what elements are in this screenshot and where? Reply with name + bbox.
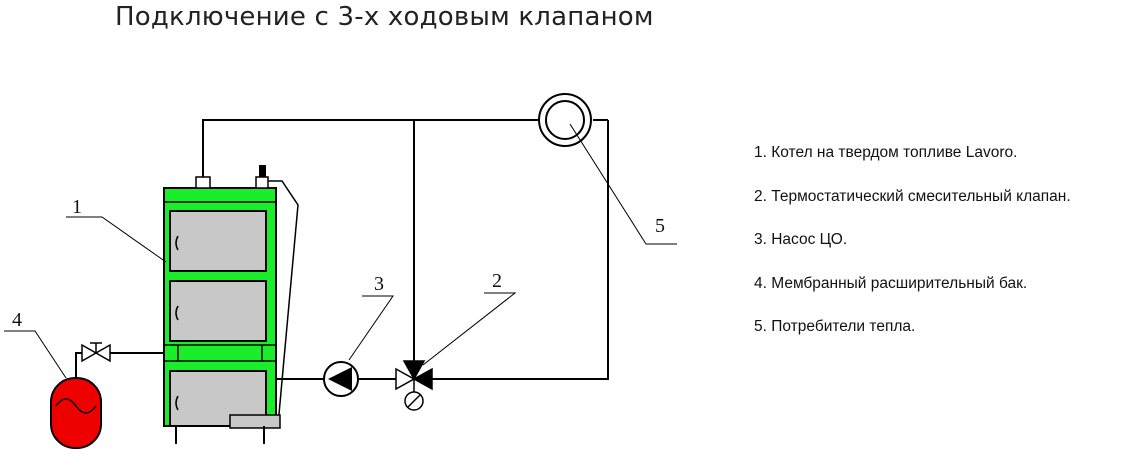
pipe-network xyxy=(75,119,609,426)
supply-nozzle xyxy=(195,176,211,189)
return-pipe-right xyxy=(432,120,609,380)
callout-1: 1 xyxy=(72,196,82,218)
legend-item-boiler: 1. Котел на твердом топливе Lavoro. xyxy=(754,144,1018,161)
capillary-line xyxy=(266,180,299,426)
legend-item-heat-consumers: 5. Потребители тепла. xyxy=(754,318,916,335)
supply-pipe xyxy=(202,119,538,178)
legend-item-pump: 3. Насос ЦО. xyxy=(754,231,848,248)
legend-item-expansion-tank: 4. Мембранный расширительный бак. xyxy=(754,274,1028,292)
legend: 1. Котел на твердом топливе Lavoro. 2. Т… xyxy=(754,144,1144,362)
callout-2: 2 xyxy=(492,270,502,292)
expansion-tank xyxy=(50,342,111,449)
thermostat-sensor xyxy=(259,165,266,177)
legend-item-mixing-valve: 2. Термостатический смесительный клапан. xyxy=(754,187,1071,205)
diagram-title: Подключение с 3-х ходовым клапаном xyxy=(115,2,654,32)
boiler-door-middle xyxy=(169,280,267,342)
boiler xyxy=(163,165,281,444)
callout-4: 4 xyxy=(12,309,22,331)
shutoff-valve-icon xyxy=(81,343,98,363)
expansion-pipe-down xyxy=(75,352,82,378)
three-way-valve-icon xyxy=(395,360,433,411)
callout-5: 5 xyxy=(655,215,665,237)
pump-icon xyxy=(323,361,359,397)
ash-tray xyxy=(229,414,281,429)
boiler-door-top xyxy=(169,210,267,272)
heat-consumer-icon xyxy=(538,93,592,147)
callout-leaders xyxy=(4,123,677,379)
callout-3: 3 xyxy=(374,273,384,295)
